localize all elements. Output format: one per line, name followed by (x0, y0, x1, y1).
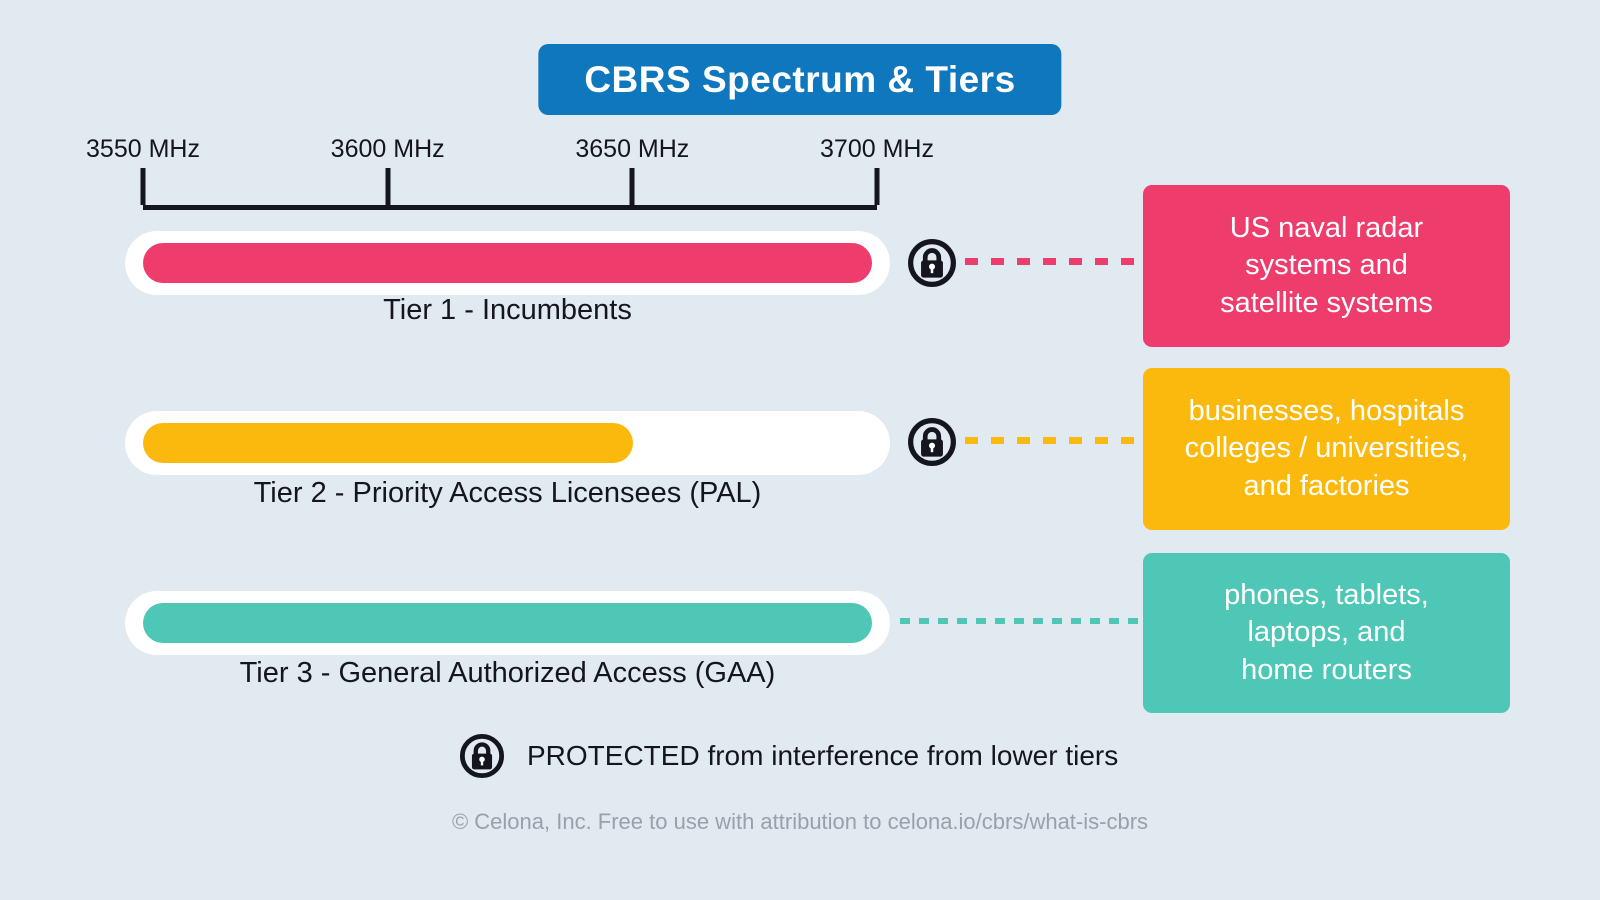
protected-legend-text: PROTECTED from interference from lower t… (527, 740, 1119, 771)
protected-legend: PROTECTED from interference from lower t… (459, 733, 1118, 779)
axis-tick-3550 (140, 168, 146, 205)
axis-label-3550: 3550 MHz (86, 135, 200, 163)
tier1-label: Tier 1 - Incumbents (383, 294, 632, 326)
tier2-bar-fill (143, 423, 633, 463)
lock-icon (907, 238, 957, 288)
frequency-axis: 3550 MHz 3600 MHz 3650 MHz 3700 MHz (86, 135, 934, 210)
tier1-spectrum-bar (125, 231, 890, 295)
axis-label-3600: 3600 MHz (330, 135, 445, 163)
tier1-connector-line (965, 258, 1143, 265)
tier2-bar-track (143, 423, 872, 463)
axis-tick-3650 (629, 168, 635, 205)
tier1-bar-fill (143, 243, 872, 283)
axis-label-3700: 3700 MHz (820, 135, 934, 163)
lock-icon (907, 417, 957, 467)
tier3-spectrum-bar (125, 591, 890, 655)
tier3-label: Tier 3 - General Authorized Access (GAA) (239, 657, 776, 689)
lock-icon (459, 733, 505, 779)
tier1-description-box: US naval radar systems and satellite sys… (1143, 185, 1510, 347)
tier1-bar-track (143, 243, 872, 283)
attribution-footer: © Celona, Inc. Free to use with attribut… (451, 809, 1149, 834)
tier3-connector-line (900, 618, 1143, 624)
tier3-description-box: phones, tablets, laptops, and home route… (1143, 553, 1510, 713)
page-title: CBRS Spectrum & Tiers (538, 44, 1062, 115)
tier2-label: Tier 2 - Priority Access Licensees (PAL) (253, 477, 762, 509)
tier3-bar-track (143, 603, 872, 643)
axis-label-3650: 3650 MHz (575, 135, 690, 163)
axis-tick-3700 (874, 168, 880, 205)
tier3-bar-fill (143, 603, 872, 643)
axis-tick-3600 (385, 168, 391, 205)
tier2-spectrum-bar (125, 411, 890, 475)
tier2-connector-line (965, 437, 1143, 444)
tier2-description-box: businesses, hospitals colleges / univers… (1143, 368, 1510, 530)
